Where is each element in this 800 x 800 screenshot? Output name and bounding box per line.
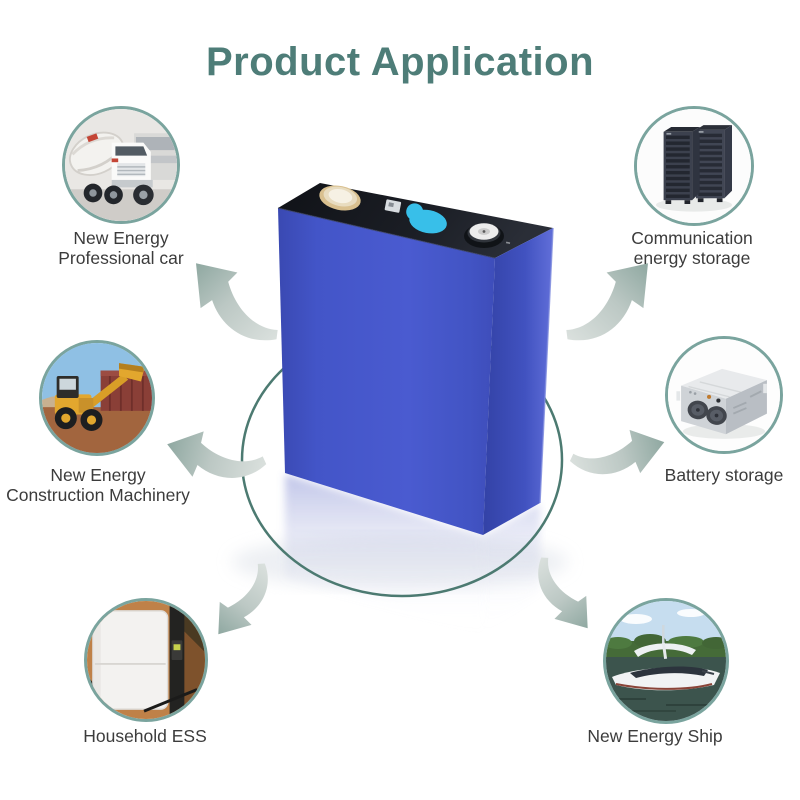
application-label-household-ess: Household ESS <box>83 726 207 746</box>
battery-sticker <box>384 199 447 234</box>
telecom-server-racks-photo <box>634 106 754 226</box>
wall-mounted-ess-photo <box>84 598 208 722</box>
wheel-loader-photo <box>39 340 155 456</box>
battery-terminal-gold <box>319 185 361 211</box>
battery-cell-image <box>277 183 554 535</box>
application-label-construction-machinery: New Energy Construction Machinery <box>6 465 190 505</box>
concrete-mixer-truck-photo <box>62 106 180 224</box>
arrow-to-communication-energy-storage <box>566 263 648 341</box>
battery-storage-cabinet-photo <box>665 336 783 454</box>
page-title: Product Application <box>205 40 594 84</box>
application-label-battery-storage: Battery storage <box>664 465 784 485</box>
application-label-communication-energy-storage: Communication energy storage <box>631 228 753 268</box>
application-label-new-energy-ship: New Energy Ship <box>587 726 723 746</box>
arrow-to-professional-car <box>196 263 278 341</box>
electric-boat-photo <box>603 598 729 724</box>
arrow-to-household-ess <box>207 562 277 635</box>
application-label-professional-car: New Energy Professional car <box>58 228 184 268</box>
battery-terminal-silver <box>464 223 511 248</box>
